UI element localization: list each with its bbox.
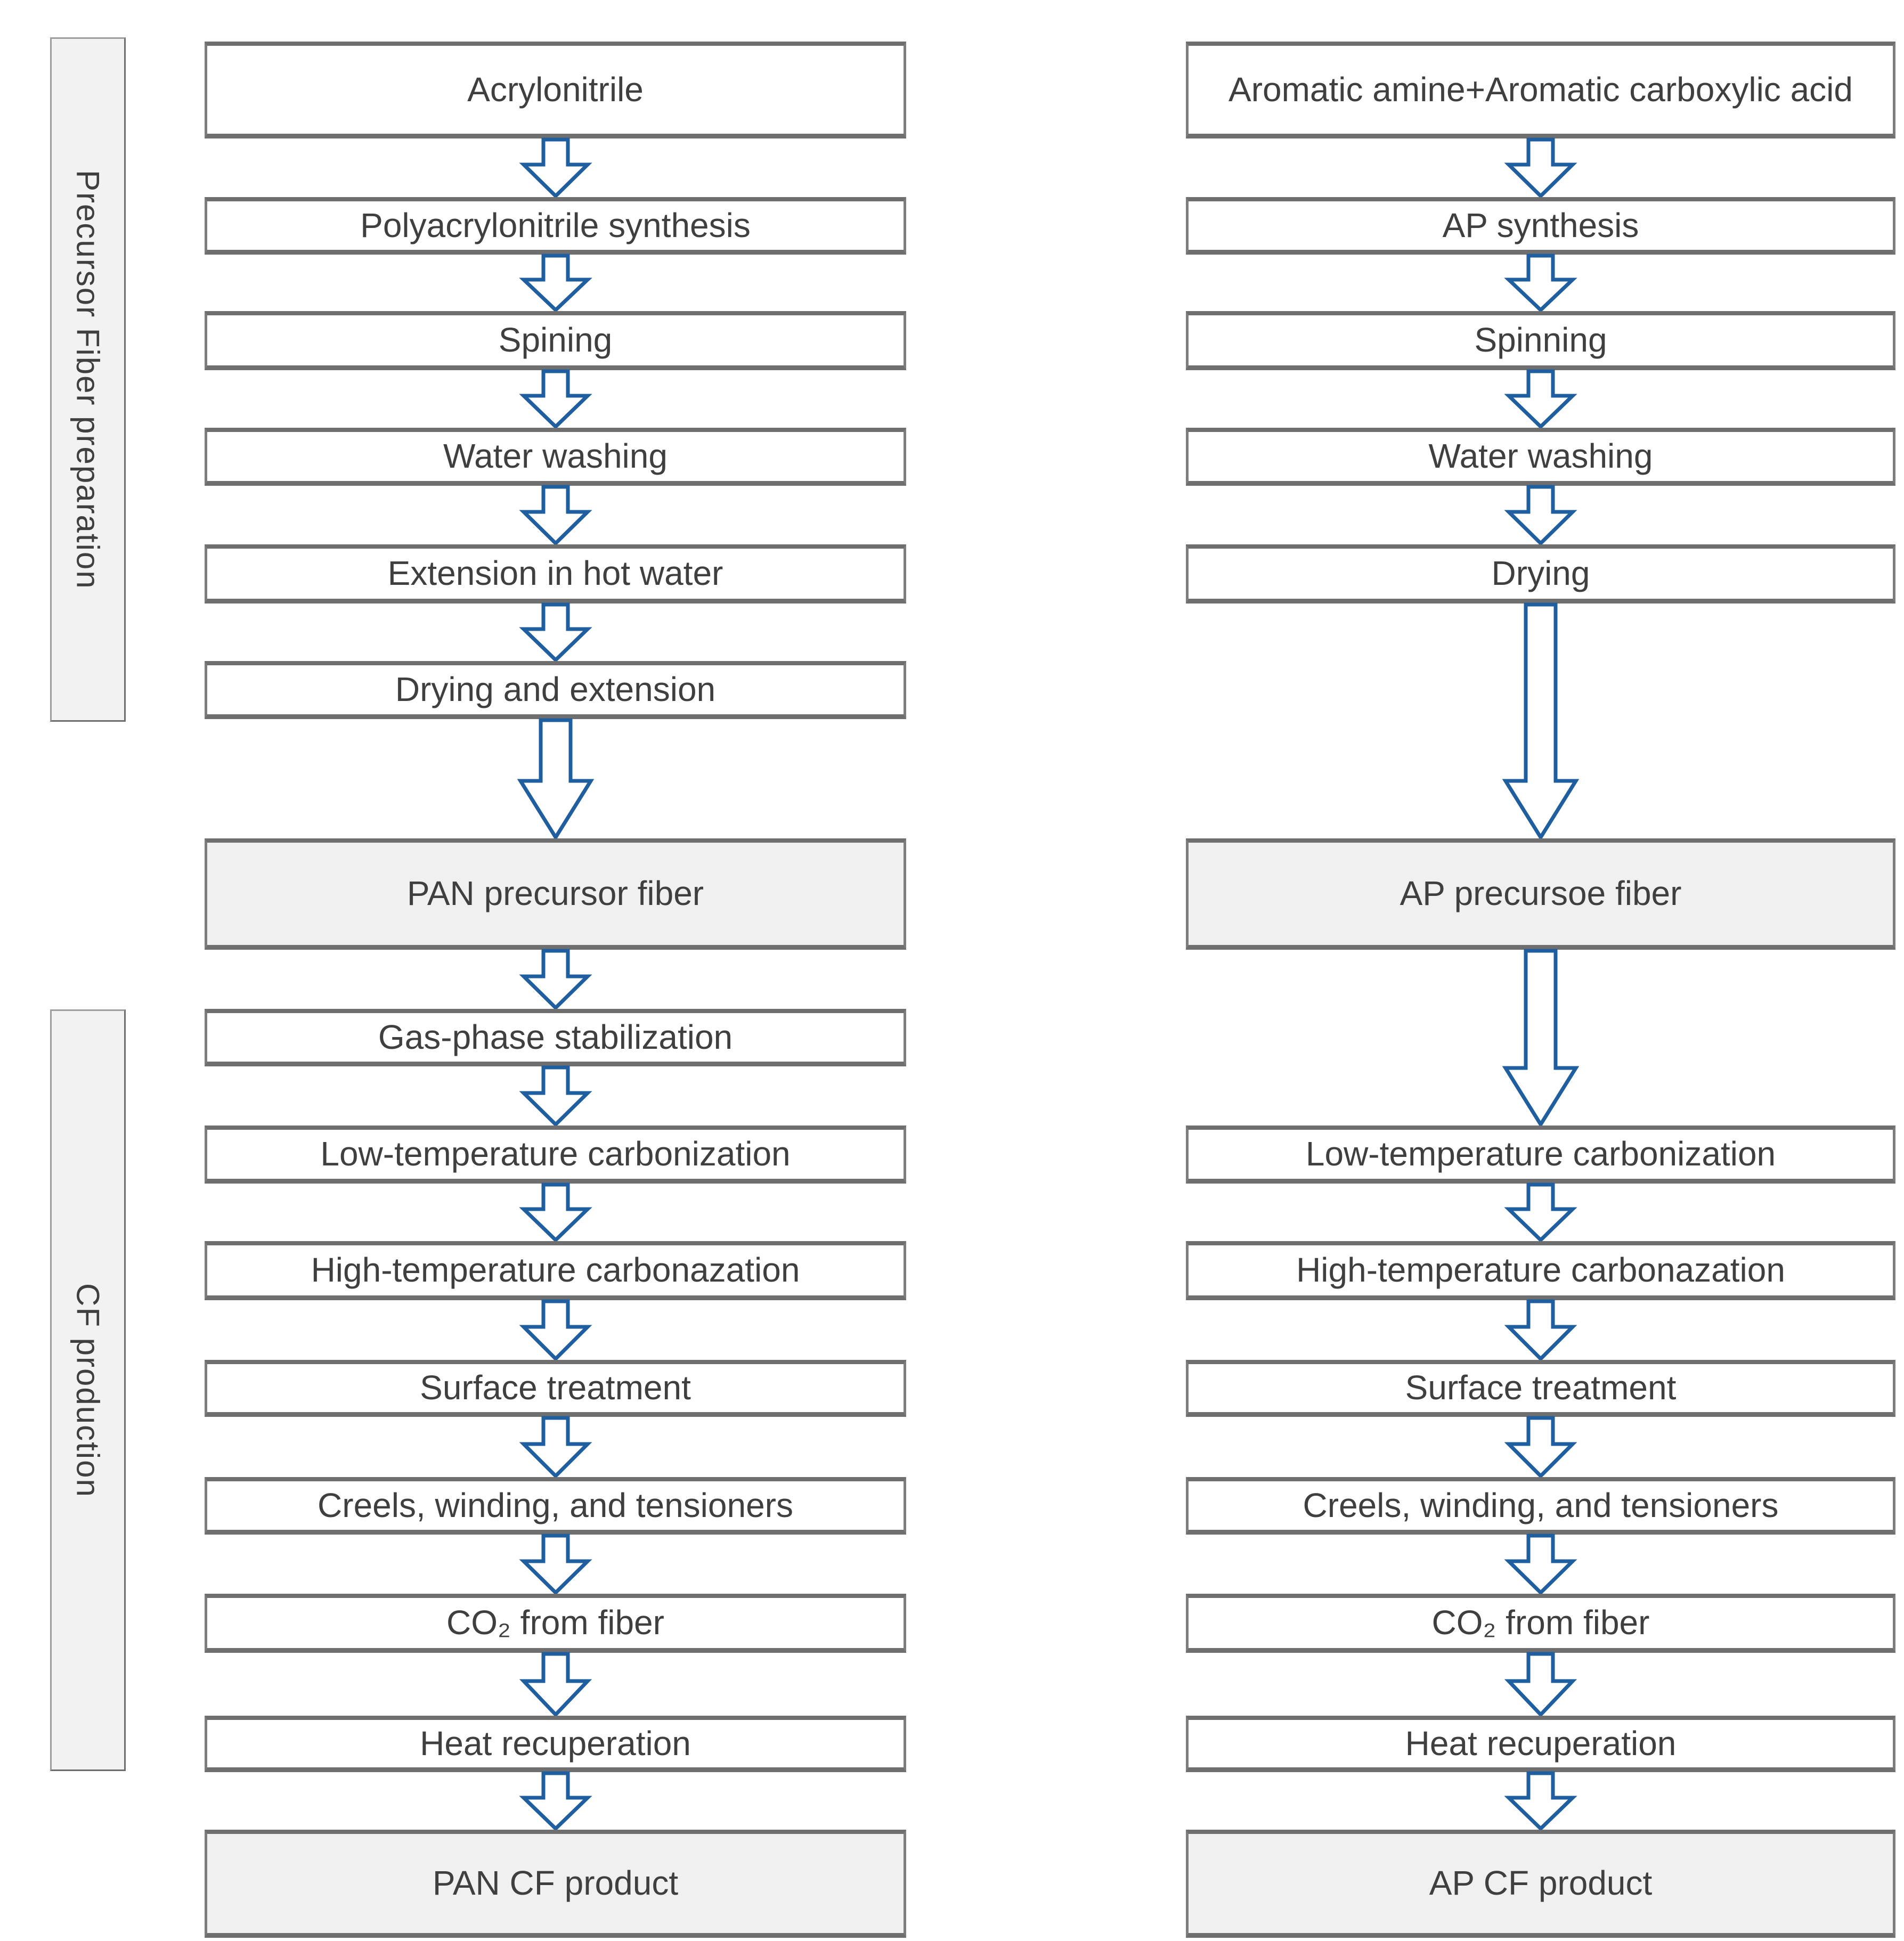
flow-step-label: Drying and extension bbox=[395, 670, 716, 709]
down-arrow bbox=[1502, 1534, 1580, 1595]
flow-step-label: High-temperature carbonazation bbox=[311, 1251, 800, 1290]
flow-step-drying: Drying bbox=[1186, 544, 1895, 603]
flow-step-label: Heat recuperation bbox=[420, 1724, 691, 1763]
flow-step-surface-treatment: Surface treatment bbox=[1186, 1360, 1895, 1417]
flow-step-water-washing: Water washing bbox=[1186, 428, 1895, 486]
down-arrow bbox=[517, 1416, 595, 1478]
flow-step-creels-winding-and-tensioners: Creels, winding, and tensioners bbox=[205, 1477, 906, 1535]
flow-step-polyacrylonitrile-synthesis: Polyacrylonitrile synthesis bbox=[205, 197, 906, 255]
flow-step-label: Acrylonitrile bbox=[467, 70, 644, 109]
flow-step-label: Heat recuperation bbox=[1405, 1724, 1677, 1763]
down-arrow bbox=[517, 1534, 595, 1595]
down-arrow bbox=[1502, 1416, 1580, 1478]
down-arrow bbox=[517, 1065, 595, 1127]
down-arrow bbox=[517, 949, 595, 1010]
flow-step-spining: Spining bbox=[205, 311, 906, 370]
flow-step-label: PAN CF product bbox=[432, 1864, 679, 1903]
down-arrow bbox=[517, 137, 595, 198]
down-arrow bbox=[517, 369, 595, 429]
flow-step-gas-phase-stabilization: Gas-phase stabilization bbox=[205, 1009, 906, 1066]
flow-step-drying-and-extension: Drying and extension bbox=[205, 661, 906, 719]
flow-step-label: Spinning bbox=[1474, 321, 1607, 360]
flow-step-extension-in-hot-water: Extension in hot water bbox=[205, 544, 906, 603]
flow-step-label: Low-temperature carbonization bbox=[1305, 1135, 1776, 1173]
flow-step-label: Surface treatment bbox=[1405, 1368, 1677, 1407]
down-arrow bbox=[517, 1771, 595, 1831]
down-arrow bbox=[1502, 485, 1580, 545]
flow-step-co-from-fiber: CO₂ from fiber bbox=[1186, 1594, 1895, 1653]
flow-step-label: Water washing bbox=[443, 437, 668, 476]
flow-step-label: Low-temperature carbonization bbox=[320, 1135, 791, 1173]
flow-step-creels-winding-and-tensioners: Creels, winding, and tensioners bbox=[1186, 1477, 1895, 1535]
flow-step-heat-recuperation: Heat recuperation bbox=[205, 1716, 906, 1772]
flow-step-pan-precursor-fiber: PAN precursor fiber bbox=[205, 838, 906, 950]
flow-step-label: Gas-phase stabilization bbox=[378, 1017, 733, 1056]
flow-step-label: Creels, winding, and tensioners bbox=[1303, 1486, 1779, 1524]
section-label-cf-production: CF production bbox=[50, 1009, 126, 1771]
down-arrow bbox=[517, 1299, 595, 1361]
flow-step-aromatic-amine-aromatic-carboxylic-acid: Aromatic amine+Aromatic carboxylic acid bbox=[1186, 42, 1895, 138]
flow-step-label: Creels, winding, and tensioners bbox=[318, 1486, 793, 1524]
down-arrow bbox=[1502, 1182, 1580, 1242]
flow-step-high-temperature-carbonazation: High-temperature carbonazation bbox=[1186, 1241, 1895, 1300]
section-label-text: CF production bbox=[70, 1283, 106, 1498]
flow-step-label: Water washing bbox=[1428, 437, 1653, 476]
down-arrow bbox=[1502, 1771, 1580, 1831]
down-arrow bbox=[1502, 137, 1580, 198]
down-arrow bbox=[1502, 369, 1580, 429]
flow-step-heat-recuperation: Heat recuperation bbox=[1186, 1716, 1895, 1772]
flow-step-label: Extension in hot water bbox=[387, 554, 723, 593]
down-arrow bbox=[517, 1652, 595, 1717]
down-arrow bbox=[517, 602, 595, 662]
section-label-text: Precursor Fiber preparation bbox=[70, 169, 106, 590]
flow-step-label: CO₂ from fiber bbox=[446, 1603, 664, 1642]
flow-step-ap-synthesis: AP synthesis bbox=[1186, 197, 1895, 255]
flow-step-label: PAN precursor fiber bbox=[406, 874, 704, 913]
long-down-arrow bbox=[1502, 949, 1580, 1127]
flow-step-label: Spining bbox=[498, 321, 613, 360]
down-arrow bbox=[1502, 254, 1580, 312]
flow-step-label: Polyacrylonitrile synthesis bbox=[360, 206, 751, 244]
flow-step-label: AP precursoe fiber bbox=[1399, 874, 1682, 913]
down-arrow bbox=[517, 1182, 595, 1242]
flow-step-label: Surface treatment bbox=[420, 1368, 691, 1407]
flow-step-surface-treatment: Surface treatment bbox=[205, 1360, 906, 1417]
down-arrow bbox=[1502, 1299, 1580, 1361]
flow-step-ap-precursoe-fiber: AP precursoe fiber bbox=[1186, 838, 1895, 950]
long-down-arrow bbox=[1502, 602, 1580, 839]
long-down-arrow bbox=[517, 718, 595, 839]
flow-step-low-temperature-carbonization: Low-temperature carbonization bbox=[1186, 1126, 1895, 1184]
flow-step-ap-cf-product: AP CF product bbox=[1186, 1830, 1895, 1938]
flow-step-label: High-temperature carbonazation bbox=[1296, 1251, 1785, 1290]
section-label-precursor-fiber-preparation: Precursor Fiber preparation bbox=[50, 37, 126, 722]
flow-step-label: Aromatic amine+Aromatic carboxylic acid bbox=[1228, 70, 1853, 109]
flow-step-label: AP CF product bbox=[1429, 1864, 1653, 1903]
flow-step-pan-cf-product: PAN CF product bbox=[205, 1830, 906, 1938]
flow-step-label: Drying bbox=[1491, 554, 1590, 593]
down-arrow bbox=[517, 254, 595, 312]
flow-step-water-washing: Water washing bbox=[205, 428, 906, 486]
flow-step-spinning: Spinning bbox=[1186, 311, 1895, 370]
flow-step-high-temperature-carbonazation: High-temperature carbonazation bbox=[205, 1241, 906, 1300]
flow-step-co-from-fiber: CO₂ from fiber bbox=[205, 1594, 906, 1653]
flow-step-acrylonitrile: Acrylonitrile bbox=[205, 42, 906, 138]
down-arrow bbox=[517, 485, 595, 545]
flow-step-label: CO₂ from fiber bbox=[1431, 1603, 1650, 1642]
flow-step-label: AP synthesis bbox=[1442, 206, 1639, 244]
down-arrow bbox=[1502, 1652, 1580, 1717]
flow-step-low-temperature-carbonization: Low-temperature carbonization bbox=[205, 1126, 906, 1184]
